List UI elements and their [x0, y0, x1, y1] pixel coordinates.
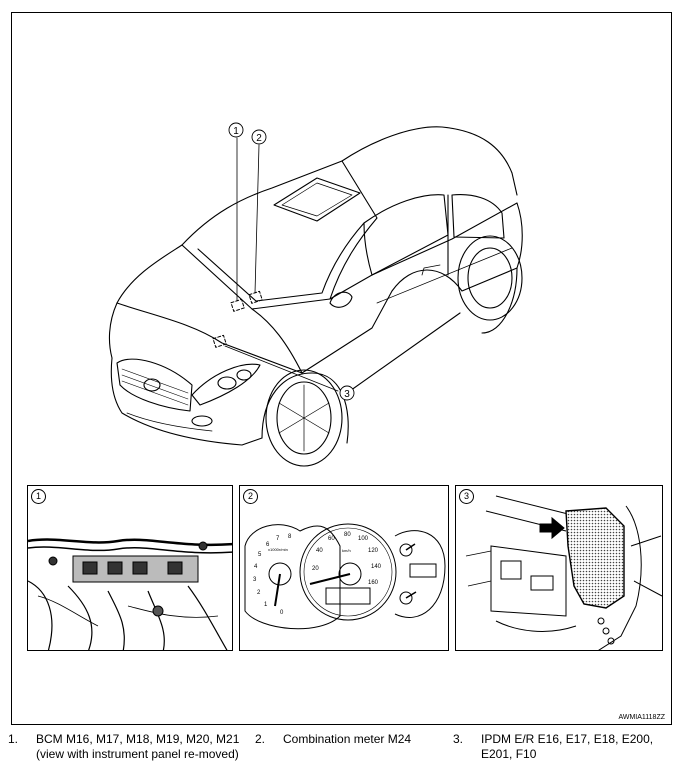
tacho-tick-label: 5: [258, 552, 262, 558]
callout-number: 1: [233, 126, 239, 137]
inset-bcm: 1: [27, 485, 233, 651]
speedo-tick-label: 20: [312, 566, 319, 572]
tacho-tick-label: 2: [257, 590, 261, 596]
legend-number: 3.: [453, 732, 464, 746]
diagram-frame: 1 2 3 1 2: [11, 12, 672, 725]
bcm-illustration: [28, 538, 232, 650]
tacho-tick-label: 1: [264, 602, 268, 608]
ipdm-illustration: [465, 495, 662, 650]
legend-number: 1.: [8, 732, 19, 746]
inset-number: 2: [243, 489, 258, 504]
inset-combination-meter: 2 0 1 2 3: [239, 485, 449, 651]
speedo-tick-label: 140: [371, 564, 382, 570]
combination-meter-illustration: 0 1 2 3 4 5 6 7 8 x1000r/min 20 40 60 80…: [244, 523, 446, 630]
legend-text: IPDM E/R E16, E17, E18, E200, E201, F10: [481, 732, 654, 761]
vehicle-illustration: 1 2 3: [108, 122, 523, 467]
speedo-tick-label: 60: [328, 536, 335, 542]
callout-number: 2: [256, 133, 262, 144]
tacho-tick-label: 6: [266, 542, 270, 548]
speedo-tick-label: 120: [368, 548, 379, 554]
legend-text: Combination meter M24: [283, 732, 412, 746]
callout-number: 3: [344, 389, 350, 400]
tacho-tick-label: 7: [276, 536, 280, 542]
speedo-tick-label: 160: [368, 580, 379, 586]
speedo-tick-label: 100: [358, 536, 369, 542]
speedo-tick-label: 40: [316, 548, 323, 554]
speedo-tick-label: 80: [344, 532, 351, 538]
legend-number: 2.: [255, 732, 266, 746]
tacho-tick-label: 8: [288, 534, 292, 540]
tacho-tick-label: 4: [254, 564, 258, 570]
tacho-tick-label: 3: [253, 577, 257, 583]
tacho-unit: x1000r/min: [268, 547, 288, 552]
inset-number: 1: [31, 489, 46, 504]
inset-ipdm: 3: [455, 485, 663, 651]
tacho-tick-label: 0: [280, 610, 284, 616]
inset-number: 3: [459, 489, 474, 504]
legend-text: BCM M16, M17, M18, M19, M20, M21 (view w…: [36, 732, 240, 761]
figure-code: AWMIA1118ZZ: [618, 714, 665, 721]
speedo-unit: km/h: [342, 548, 351, 553]
